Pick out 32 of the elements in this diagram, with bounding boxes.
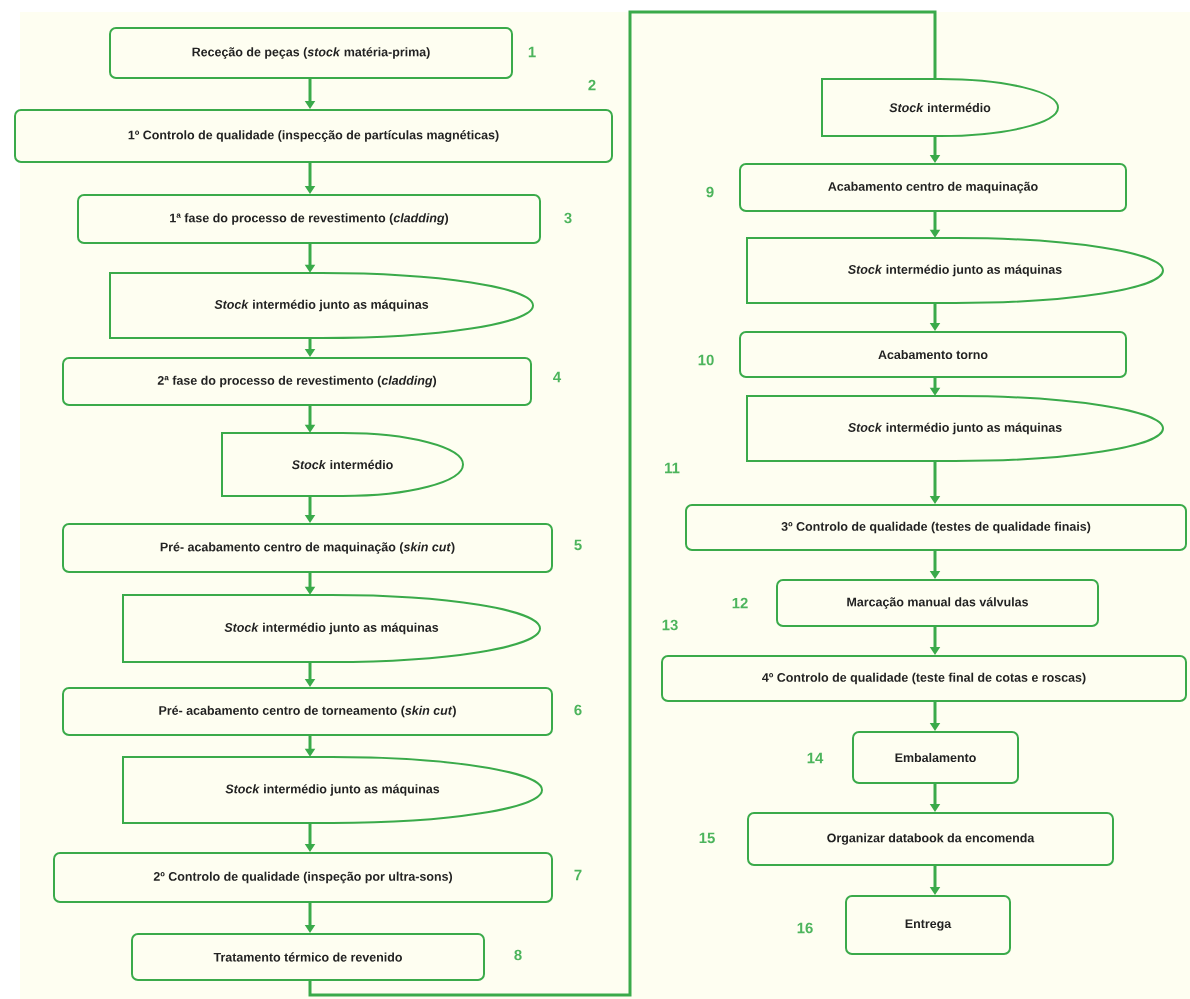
step-number: 9 [706, 186, 714, 198]
process-box: Pré- acabamento centro de maquinação (skin cut) [62, 523, 553, 573]
step-number: 10 [698, 354, 714, 366]
step-number: 1 [528, 46, 536, 58]
process-box: Pré- acabamento centro de torneamento (skin cut) [62, 687, 553, 736]
step-number: 6 [574, 704, 582, 716]
step-number: 8 [514, 949, 522, 961]
process-box: Acabamento centro de maquinação [739, 163, 1127, 212]
process-box: Acabamento torno [739, 331, 1127, 378]
process-box: 2ª fase do processo de revestimento (cladding) [62, 357, 532, 406]
process-box: Receção de peças (stock matéria-prima) [109, 27, 513, 79]
step-number: 7 [574, 869, 582, 881]
process-box: 2º Controlo de qualidade (inspeção por ultra-sons) [53, 852, 553, 903]
step-number: 12 [732, 597, 748, 609]
process-box: Marcação manual das válvulas [776, 579, 1099, 627]
step-number: 16 [797, 922, 813, 934]
step-number: 5 [574, 539, 582, 551]
step-number: 14 [807, 752, 824, 764]
process-box: 1ª fase do processo de revestimento (cladding) [77, 194, 541, 244]
process-box: Organizar databook da encomenda [747, 812, 1114, 866]
step-number: 13 [662, 619, 678, 631]
process-box: Embalamento [852, 731, 1019, 784]
process-box: Entrega [845, 895, 1011, 955]
process-box: 4º Controlo de qualidade (teste final de cotas e roscas) [661, 655, 1187, 702]
process-box: Tratamento térmico de revenido [131, 933, 485, 981]
step-number: 2 [588, 79, 596, 91]
process-box: 1º Controlo de qualidade (inspecção de partículas magnéticas) [14, 109, 613, 163]
step-number: 11 [665, 462, 680, 474]
step-number: 3 [564, 212, 572, 224]
step-number: 15 [699, 832, 715, 844]
step-number: 4 [553, 371, 562, 383]
process-box: 3º Controlo de qualidade (testes de qualidade finais) [685, 504, 1187, 551]
